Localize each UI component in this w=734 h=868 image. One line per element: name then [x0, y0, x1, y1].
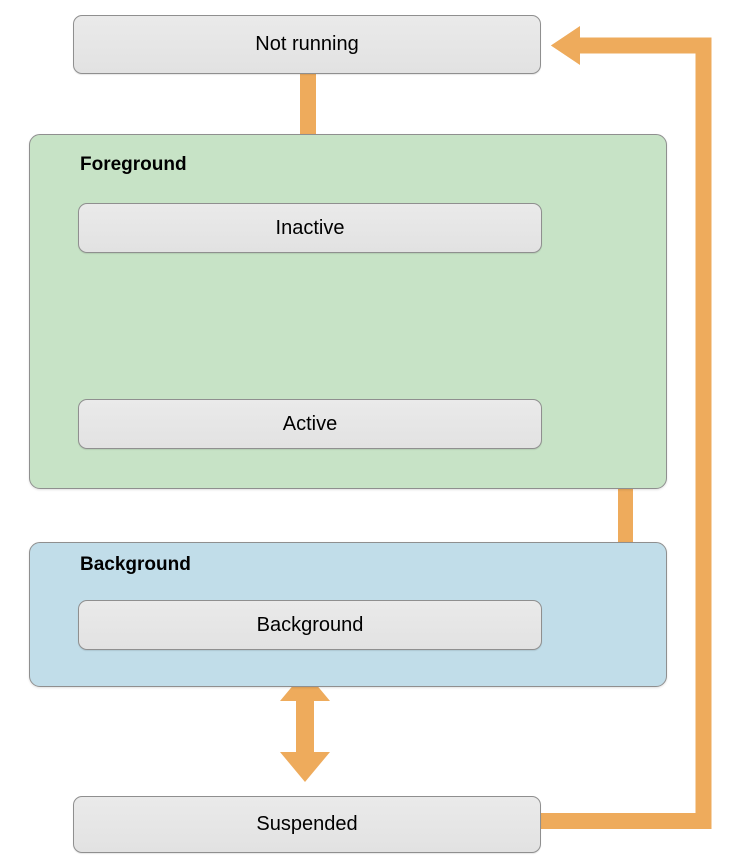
state-background[interactable]: Background — [78, 600, 542, 650]
state-active[interactable]: Active — [78, 399, 542, 449]
state-inactive[interactable]: Inactive — [78, 203, 542, 253]
state-inactive-label: Inactive — [275, 216, 345, 239]
transition-background-suspended — [273, 666, 337, 787]
state-suspended-label: Suspended — [256, 813, 358, 835]
state-active-label: Active — [282, 412, 338, 435]
state-not-running-label: Not running — [255, 33, 359, 55]
transition-suspended-to-not-running — [541, 26, 712, 829]
state-not-running[interactable]: Not running — [73, 15, 541, 74]
group-foreground-label: Foreground — [80, 154, 187, 175]
group-background-label: Background — [80, 554, 191, 575]
state-suspended[interactable]: Suspended — [73, 796, 541, 853]
state-background-label: Background — [256, 613, 364, 636]
